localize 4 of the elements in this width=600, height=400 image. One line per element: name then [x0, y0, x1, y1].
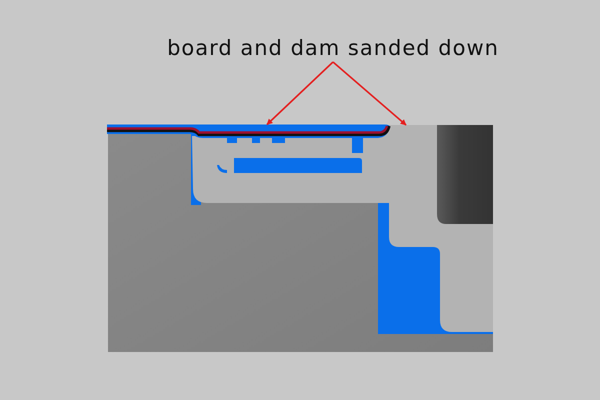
leader-line [332, 61, 407, 126]
leader-line [266, 61, 334, 126]
callout-label: board and dam sanded down [167, 36, 499, 60]
board-layer [107, 124, 391, 138]
